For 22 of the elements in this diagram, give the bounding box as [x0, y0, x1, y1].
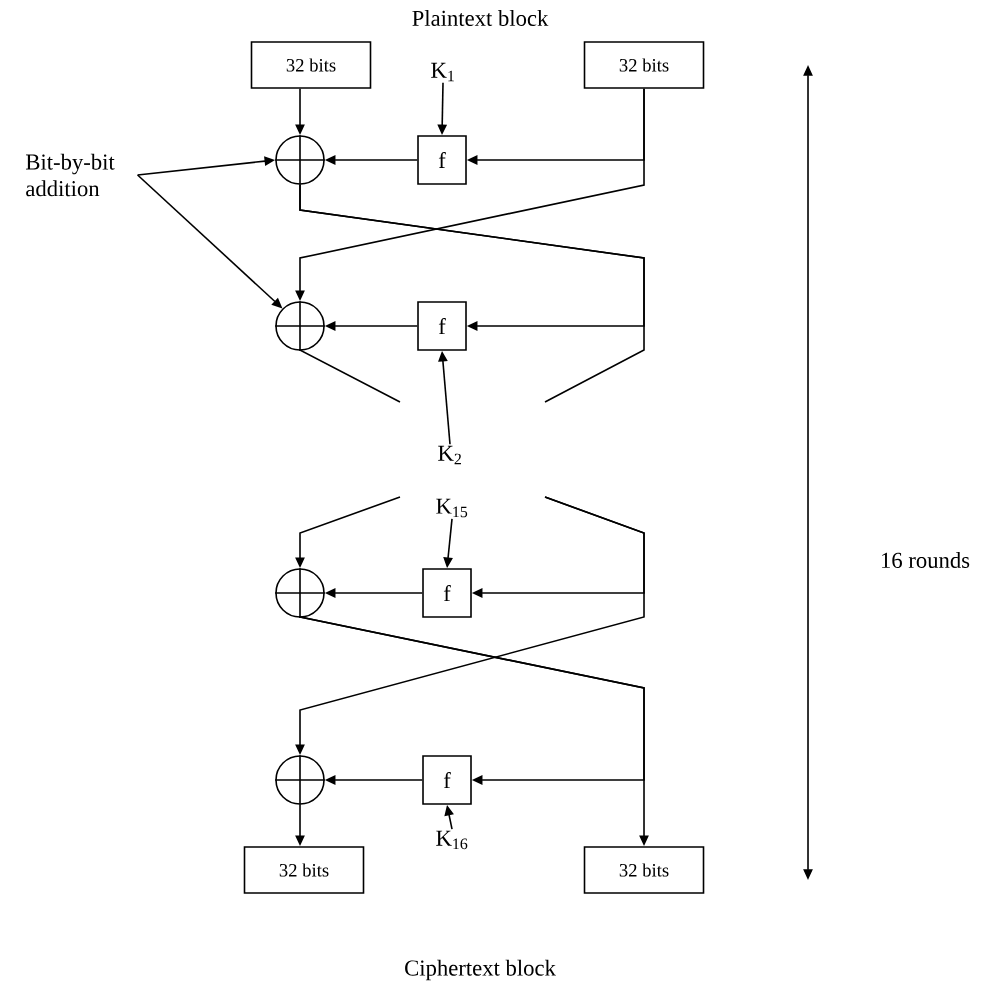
connector-line [299, 348, 401, 403]
block-box: 32 bits [243, 846, 365, 894]
key-label: K$_{16}$ [436, 830, 468, 850]
block-box: 32 bits [250, 41, 372, 89]
xor-symbol [274, 300, 326, 352]
key-label: K$_{2}$ [438, 445, 461, 465]
title: Plaintext block [412, 10, 549, 26]
block-box: 32 bits [583, 41, 705, 89]
key-label: K$_{15}$ [436, 498, 468, 518]
function-box: f [422, 755, 472, 805]
function-box: f [417, 135, 467, 185]
annotation-text: Bit-by-bit addition [26, 153, 115, 197]
xor-symbol [274, 754, 326, 806]
round-count-label: 16 rounds [882, 552, 970, 568]
block-label: Ciphertext block [405, 959, 556, 981]
block-box: 32 bits [583, 846, 705, 894]
function-box: f [417, 301, 467, 351]
connector-line [299, 184, 645, 403]
xor-symbol [274, 567, 326, 619]
xor-symbol [274, 134, 326, 186]
function-box: f [422, 568, 472, 618]
key-label: K$_{1}$ [431, 62, 454, 82]
